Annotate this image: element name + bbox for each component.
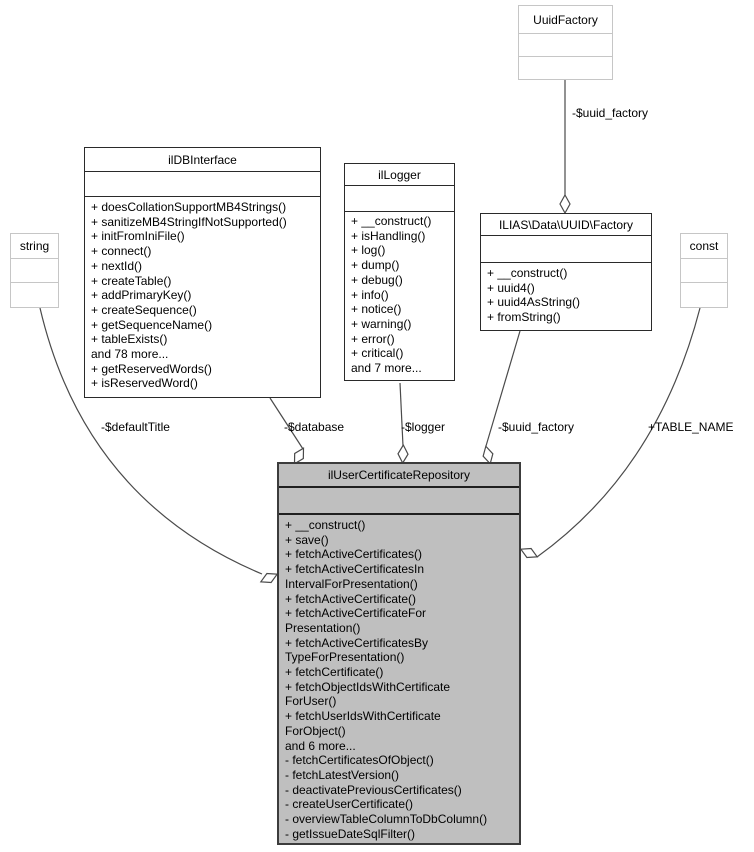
class-attributes-section: [345, 186, 454, 212]
edge-label-table-name: +TABLE_NAME: [648, 420, 734, 434]
class-attributes-section: [279, 488, 519, 515]
class-illogger: ilLogger + __construct() + isHandling() …: [344, 163, 455, 381]
class-attributes-section: [85, 172, 320, 197]
class-methods-section: + __construct() + save() + fetchActiveCe…: [285, 518, 488, 841]
class-attributes-section: [11, 259, 58, 283]
aggregation-diamond: [519, 547, 539, 559]
edge-label-uuid-factory-main: -$uuid_factory: [498, 420, 575, 434]
class-ilusercertificaterepository: ilUserCertificateRepository + __construc…: [277, 462, 521, 845]
class-title: ilUserCertificateRepository: [279, 464, 519, 488]
class-string: string: [10, 233, 59, 308]
class-title: const: [681, 234, 727, 259]
aggregation-diamond: [397, 443, 409, 465]
class-attributes-section: [481, 236, 651, 263]
class-methods-section: + __construct() + uuid4() + uuid4AsStrin…: [487, 266, 581, 325]
class-title: string: [11, 234, 58, 259]
class-ildbinterface: ilDBInterface + doesCollationSupportMB4S…: [84, 147, 321, 398]
class-title: UuidFactory: [519, 6, 612, 34]
class-methods-section: [681, 283, 727, 307]
class-methods-section: + __construct() + isHandling() + log() +…: [351, 214, 432, 376]
class-attributes-section: [519, 34, 612, 57]
class-methods-section: [11, 283, 58, 307]
edge-label-default-title: -$defaultTitle: [101, 420, 170, 434]
edge-logger: [399, 382, 404, 447]
class-title: ILIAS\Data\UUID\Factory: [481, 214, 651, 236]
class-title: ilDBInterface: [85, 148, 320, 172]
class-methods-section: [519, 57, 612, 79]
class-attributes-section: [681, 259, 727, 283]
class-ilias-data-uuid-factory: ILIAS\Data\UUID\Factory + __construct() …: [480, 213, 652, 331]
edge-label-uuid-factory-top: -$uuid_factory: [572, 106, 649, 120]
class-methods-section: + doesCollationSupportMB4Strings() + san…: [91, 200, 287, 391]
edge-label-database: -$database: [284, 420, 345, 434]
edge-label-logger: -$logger: [401, 420, 446, 434]
class-uuidfactory: UuidFactory: [518, 5, 613, 80]
aggregation-diamond: [559, 193, 571, 215]
class-const: const: [680, 233, 728, 308]
class-title: ilLogger: [345, 164, 454, 186]
